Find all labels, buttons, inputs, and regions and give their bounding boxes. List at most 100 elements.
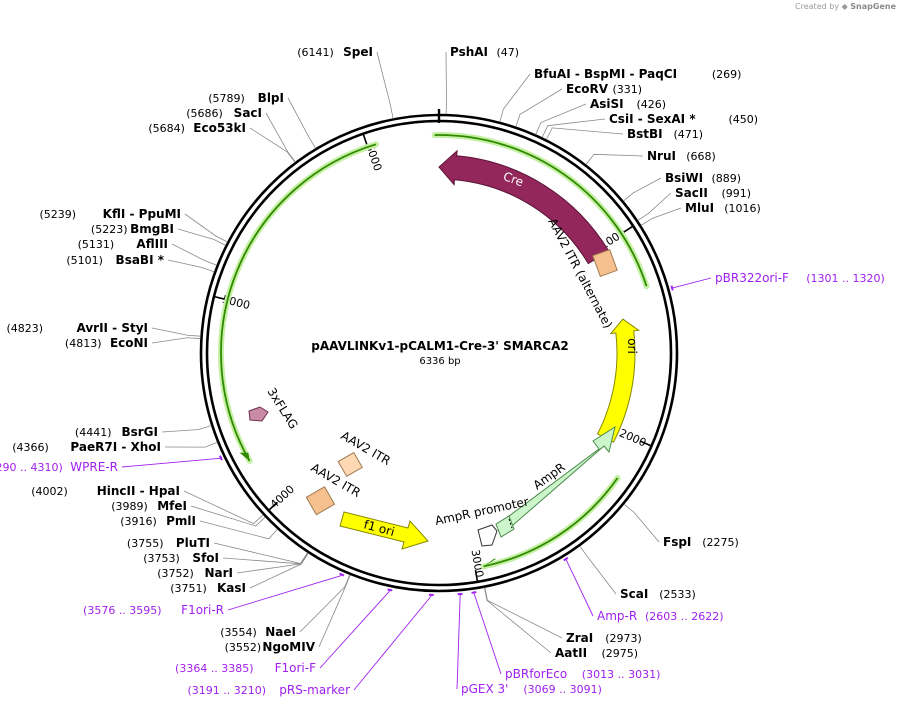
primer-leader-line [319, 590, 391, 669]
feature-3xflag [248, 406, 269, 422]
site-name: SfoI [192, 551, 219, 565]
feature-cre [438, 149, 610, 265]
primer-marker [471, 591, 477, 594]
site-name: NgoMIV [262, 640, 315, 654]
feature-aav2-itr-alt [592, 248, 618, 278]
site-name: PaeR7I - XhoI [70, 440, 161, 454]
site-position: (4823) [7, 322, 44, 335]
tick-mark [362, 134, 368, 146]
site-position: (668) [686, 150, 716, 163]
primer-name: pBRforEco [505, 667, 567, 681]
site-leader-line [499, 73, 531, 123]
site-position: (3554) [220, 626, 257, 639]
primer-leader-line [565, 559, 594, 617]
site-name: SpeI [343, 45, 373, 59]
site-name: BstBI [627, 127, 663, 141]
site-leader-line [541, 118, 606, 138]
site-leader-line [640, 207, 682, 226]
site-position: (991) [722, 187, 752, 200]
primer-range: (2603 .. 2622) [645, 610, 724, 623]
site-name: AatII [555, 646, 587, 660]
plasmid-name: pAAVLINKv1-pCALM1-Cre-3' SMARCA2 [311, 339, 569, 353]
site-leader-line [249, 552, 309, 589]
snapgene-credit: Created by ◆ SnapGene [795, 2, 896, 11]
site-position: (2975) [602, 647, 639, 660]
site-name: HincII - HpaI [97, 484, 180, 498]
site-position: (5789) [208, 92, 245, 105]
primer-range: (3576 .. 3595) [83, 604, 162, 617]
orf-arrow-left [220, 143, 377, 462]
primer-leader-line [227, 575, 342, 611]
site-leader-line [287, 97, 316, 149]
feature-aav2-itr-2 [305, 486, 336, 516]
tick-mark [268, 501, 278, 511]
site-leader-line [484, 587, 552, 654]
primer-range: (3069 .. 3091) [523, 683, 602, 696]
site-name: AvrII - StyI [76, 321, 148, 335]
tick-label: 2000 [617, 426, 648, 449]
orf-arrow-left-arrowhead [239, 452, 250, 461]
primer-range: (3013 .. 3031) [582, 668, 661, 681]
site-leader-line [535, 103, 587, 135]
site-leader-line [546, 127, 624, 140]
feature-ori [596, 318, 641, 443]
site-position: (2275) [702, 536, 739, 549]
site-name: BsiWI [665, 171, 703, 185]
tick-label: 4000 [268, 483, 297, 512]
feature-ampr-start [495, 515, 515, 538]
primer-range: (1301 .. 1320) [806, 272, 885, 285]
credit-prefix: Created by [795, 2, 840, 11]
feature-f1-ori [339, 511, 429, 550]
site-name: BfuAI - BspMI - PaqCI [534, 67, 677, 81]
site-name: BsrGI [121, 425, 158, 439]
site-position: (5223) [91, 223, 128, 236]
site-leader-line [199, 520, 278, 540]
site-name: PmlI [166, 514, 196, 528]
site-position: (4366) [12, 441, 49, 454]
site-position: (3751) [170, 582, 207, 595]
site-name: PshAI [450, 45, 488, 59]
site-name: AsiSI [590, 97, 624, 111]
site-leader-line [161, 425, 212, 433]
primer-leader-line [353, 595, 432, 691]
site-leader-line [265, 112, 296, 163]
feature-3xflag-label: 3xFLAG [264, 385, 300, 431]
site-name: EcoNI [110, 336, 148, 350]
primer-name: F1ori-R [181, 603, 224, 617]
feature-aav2-itr [337, 451, 363, 477]
site-name: CsiI - SexAI * [609, 112, 696, 126]
tick-mark [640, 440, 651, 447]
tick-label: 3000 [469, 549, 486, 579]
site-position: (47) [497, 46, 520, 59]
site-position: (3552) [225, 641, 262, 654]
site-name: NaeI [265, 625, 296, 639]
site-leader-line [515, 88, 563, 127]
site-position: (5239) [40, 208, 77, 221]
primer-range: (4290 .. 4310) [0, 461, 63, 474]
primer-marker [670, 285, 674, 291]
site-name: BsaBI * [116, 253, 165, 267]
primer-name: F1ori-F [275, 661, 316, 675]
primer-name: WPRE-R [70, 460, 118, 474]
site-leader-line [167, 259, 215, 273]
site-position: (2973) [605, 632, 642, 645]
site-name: EcoRV [566, 82, 609, 96]
feature-ampr-divider [508, 518, 513, 529]
primer-leader-line [121, 457, 221, 468]
site-name: AflIII [136, 237, 168, 251]
site-name: Eco53kI [193, 121, 246, 135]
site-position: (3752) [157, 567, 194, 580]
site-position: (3989) [111, 500, 148, 513]
primer-marker [218, 455, 223, 461]
orf-arrow-ampr [483, 477, 619, 568]
site-leader-line [183, 490, 264, 525]
site-name: SacII [675, 186, 708, 200]
primer-marker [387, 588, 393, 592]
primer-name: pGEX 3' [461, 682, 508, 696]
site-position: (1016) [724, 202, 761, 215]
site-position: (471) [674, 128, 704, 141]
site-position: (450) [729, 113, 759, 126]
site-name: PluTI [176, 536, 210, 550]
primer-range: (3364 .. 3385) [175, 662, 254, 675]
